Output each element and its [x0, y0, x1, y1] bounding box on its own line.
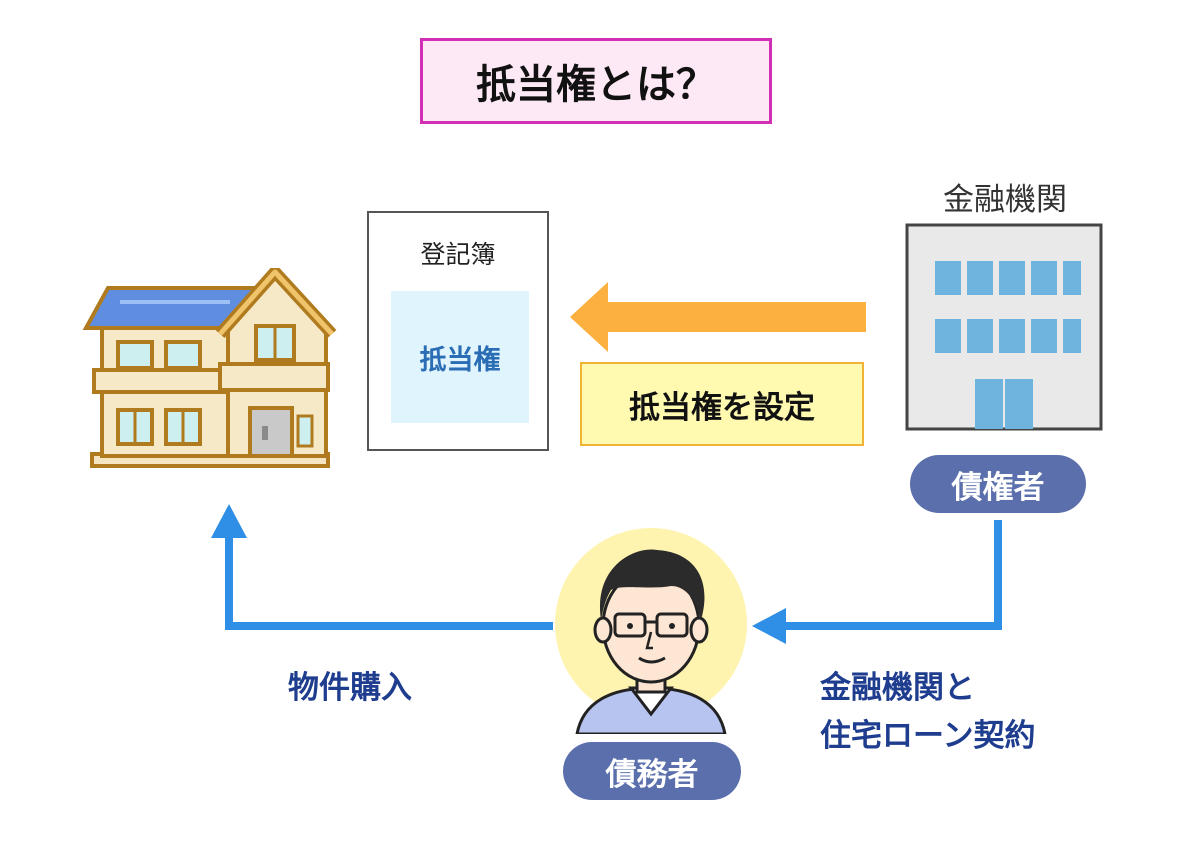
- debtor-badge: 債務者: [563, 742, 741, 800]
- bank-building-icon: [905, 223, 1103, 431]
- person-icon: [555, 528, 747, 734]
- bank-label: 金融機関: [943, 182, 1067, 218]
- contract-label-line2: 住宅ローン契約: [820, 718, 1036, 754]
- registry-title: 登記簿: [420, 240, 496, 269]
- registry-entry: 抵当権: [391, 291, 529, 423]
- purchase-label: 物件購入: [288, 670, 412, 706]
- registry-document: 登記簿 抵当権: [367, 211, 549, 451]
- house-icon: [82, 268, 337, 468]
- contract-label-line1: 金融機関と: [820, 670, 975, 706]
- page-title: 抵当権とは？: [420, 38, 772, 124]
- arrow-contract-icon: [752, 520, 1002, 644]
- arrow-left-icon: [570, 282, 866, 352]
- contract-label: 金融機関と 住宅ローン契約: [820, 664, 1035, 760]
- arrow-up-icon: [211, 504, 553, 630]
- setting-label: 抵当権を設定: [580, 362, 864, 446]
- creditor-badge: 債権者: [910, 455, 1086, 513]
